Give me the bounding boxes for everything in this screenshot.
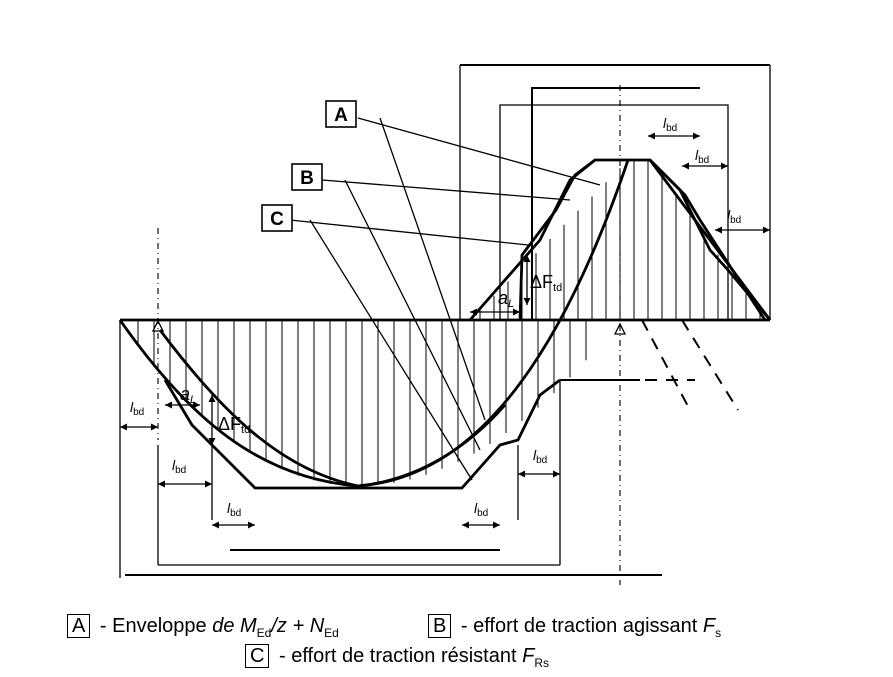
arrowhead [248,521,255,529]
svg-text:ΔFtd: ΔFtd [530,272,562,294]
dimension-label-lbd-8: lbd [533,447,547,466]
arrowhead [693,132,700,140]
svg-text:lbd: lbd [695,147,709,166]
svg-text:lbd: lbd [474,500,488,519]
arrowhead [523,255,531,262]
dimension-label-lbd-6: lbd [227,500,241,519]
support-markers [151,319,627,335]
arrowhead [208,438,216,445]
legend-item-c: C - effort de traction résistant FRs [245,644,549,670]
svg-text:ΔFtd: ΔFtd [218,414,250,436]
svg-text:A: A [334,105,348,126]
svg-text:aL: aL [180,384,196,406]
svg-text:lbd: lbd [533,447,547,466]
arrowhead [553,470,560,478]
shift-label-al-right: aL [498,288,514,310]
arrowhead [721,162,728,170]
curve-b-acting-force [158,158,767,488]
beam-outline [119,64,771,578]
dimension-arrows [120,132,770,529]
dashed-continuation [641,319,739,411]
dimension-label-lbd-3: lbd [727,207,741,226]
delta-f-label-left: ΔFtd [218,414,250,436]
arrowhead [513,308,520,316]
svg-text:lbd: lbd [172,457,186,476]
arrowhead [518,470,525,478]
dimension-label-lbd-2: lbd [695,147,709,166]
arrowhead [715,226,722,234]
dimension-label-lbd-5: lbd [172,457,186,476]
arrowhead [208,395,216,402]
svg-text:C: C [270,209,284,230]
svg-text:lbd: lbd [130,399,144,418]
arrowhead [470,308,477,316]
svg-text:lbd: lbd [227,500,241,519]
legend: A - Enveloppe de MEd/z + NEd B - effort … [0,606,893,677]
arrowhead [193,401,200,409]
moment-hatching [137,160,761,486]
svg-text:B: B [300,168,314,189]
delta-f-label-right: ΔFtd [530,272,562,294]
svg-text:lbd: lbd [727,207,741,226]
callout-leaders [289,117,601,481]
support-marker-right [613,322,627,335]
legend-item-a: A - Enveloppe de MEd/z + NEd [67,614,339,640]
shift-label-al-left: aL [180,384,196,406]
arrowhead [158,480,165,488]
support-marker-left [151,319,165,332]
svg-text:aL: aL [498,288,514,310]
arrowhead [763,226,770,234]
dimension-label-lbd-7: lbd [474,500,488,519]
legend-key-c: C [245,644,270,668]
arrowhead [682,162,689,170]
legend-key-a: A [67,614,91,638]
arrowhead [205,480,212,488]
callout-label-b: B [291,163,323,191]
dimension-label-lbd-4: lbd [130,399,144,418]
arrowhead [165,401,172,409]
arrowhead [523,298,531,305]
arrowhead [120,423,127,431]
svg-text:lbd: lbd [663,115,677,134]
dimension-label-lbd-1: lbd [663,115,677,134]
callout-label-a: A [325,100,357,128]
arrowhead [493,521,500,529]
curve-c-resistant-force [163,158,772,490]
arrowhead [212,521,219,529]
callout-label-c: C [261,204,293,232]
legend-item-b: B - effort de traction agissant Fs [428,614,721,640]
arrowhead [151,423,158,431]
legend-key-b: B [428,614,452,638]
arrowhead [462,521,469,529]
arrowhead [648,132,655,140]
support-axes [157,85,621,585]
